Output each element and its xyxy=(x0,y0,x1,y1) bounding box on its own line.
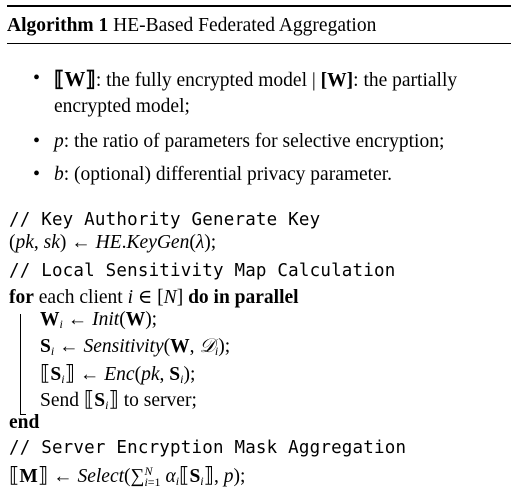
bullet-icon: • xyxy=(33,67,41,89)
loop-body-hook xyxy=(20,414,26,415)
for-text: each client xyxy=(33,287,128,308)
bullet1-line1-end: : the partially xyxy=(353,70,458,91)
bullet-icon: • xyxy=(33,130,41,152)
for-line: for each client i ∈ [N] do in parallel xyxy=(9,287,299,308)
send-line: Send ⟦Si⟧ to server; xyxy=(40,387,197,412)
comment-local-sensitivity: // Local Sensitivity Map Calculation xyxy=(9,261,396,281)
bullet3-text: : (optional) differential privacy parame… xyxy=(63,164,393,185)
bullet1-line1: : the fully encrypted model | xyxy=(95,70,321,91)
encrypt-line: ⟦Si⟧ ← Enc(pk, Si); xyxy=(40,361,196,386)
comment-key-authority: // Key Authority Generate Key xyxy=(9,210,321,230)
title-rule xyxy=(7,43,511,44)
loop-body-bar xyxy=(20,314,21,415)
full-encryption-symbol: ⟦W⟧ xyxy=(54,67,96,91)
algorithm-name: HE-Based Federated Aggregation xyxy=(113,15,377,36)
bullet-text: ⟦W⟧: the fully encrypted model | [W]: th… xyxy=(54,66,457,120)
bullet-text: b: (optional) differential privacy param… xyxy=(54,162,392,188)
bullet1-line2: encrypted model; xyxy=(54,96,190,117)
init-line: Wi ← Init(W); xyxy=(40,309,158,331)
bullet-icon: • xyxy=(33,163,41,185)
top-rule xyxy=(7,5,511,7)
keygen-line: (pk, sk) ← HE.KeyGen(λ); xyxy=(9,232,217,253)
algorithm-label: Algorithm 1 xyxy=(7,15,109,36)
symbol-p: p xyxy=(54,131,64,152)
bullet-text: p: the ratio of parameters for selective… xyxy=(54,129,444,155)
comment-server-aggregation: // Server Encryption Mask Aggregation xyxy=(9,438,407,458)
bullet2-text: : the ratio of parameters for selective … xyxy=(63,131,445,152)
end-keyword: end xyxy=(9,412,40,433)
algorithm-title: Algorithm 1 HE-Based Federated Aggregati… xyxy=(7,15,376,37)
for-keyword: for xyxy=(9,287,34,308)
do-keyword: do in parallel xyxy=(183,287,299,308)
symbol-b: b xyxy=(54,164,64,185)
sensitivity-line: Si ← Sensitivity(W, 𝒟i); xyxy=(40,336,231,358)
partial-encryption-symbol: [W] xyxy=(320,70,354,91)
